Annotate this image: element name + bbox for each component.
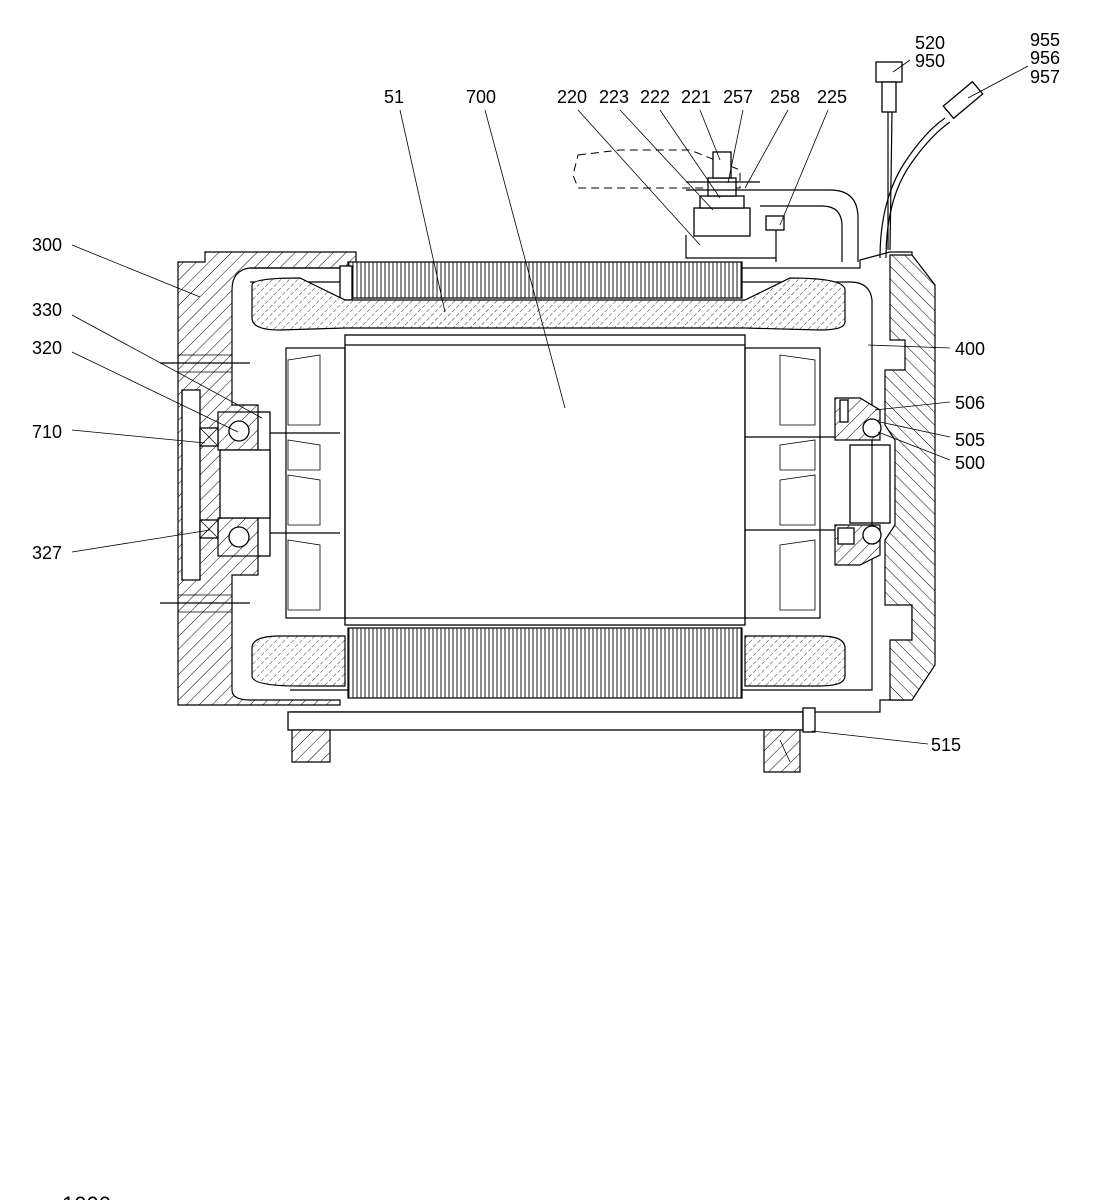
sensor-cable-connector [875, 61, 984, 259]
ref-223: 223 [599, 87, 629, 107]
ref-500: 500 [955, 453, 985, 473]
ref-257: 257 [723, 87, 753, 107]
ref-400: 400 [955, 339, 985, 359]
ref-258: 258 [770, 87, 800, 107]
ref-320: 320 [32, 338, 62, 358]
ref-957: 957 [1030, 67, 1060, 87]
ref-950: 950 [915, 51, 945, 71]
figure-caption-partial: 1000 [62, 1192, 111, 1200]
ref-221: 221 [681, 87, 711, 107]
base-bar [287, 707, 816, 773]
ref-506: 506 [955, 393, 985, 413]
motor-housing [250, 251, 913, 713]
right-bearing [834, 397, 882, 566]
ref-330: 330 [32, 300, 62, 320]
left-bearing [199, 411, 271, 557]
ref-327: 327 [32, 543, 62, 563]
right-housing-wall [884, 254, 936, 701]
terminal-box [572, 149, 859, 262]
ref-51: 51 [384, 87, 404, 107]
ref-956: 956 [1030, 48, 1060, 68]
ref-700: 700 [466, 87, 496, 107]
rotor-core [344, 334, 746, 626]
stator-winding-top [251, 277, 846, 331]
ref-225: 225 [817, 87, 847, 107]
stator-laminations [339, 261, 743, 699]
ref-710: 710 [32, 422, 62, 442]
ref-520: 520 [915, 33, 945, 53]
ref-955: 955 [1030, 30, 1060, 50]
ref-505: 505 [955, 430, 985, 450]
ref-222: 222 [640, 87, 670, 107]
ref-220: 220 [557, 87, 587, 107]
ref-300: 300 [32, 235, 62, 255]
rotor-end-ring-right [744, 347, 821, 619]
leader-lines [71, 59, 1029, 745]
rotor-end-ring-left [285, 347, 346, 619]
ref-515: 515 [931, 735, 961, 755]
rotor-shaft [219, 432, 891, 534]
stator-winding-bottom [251, 635, 846, 687]
